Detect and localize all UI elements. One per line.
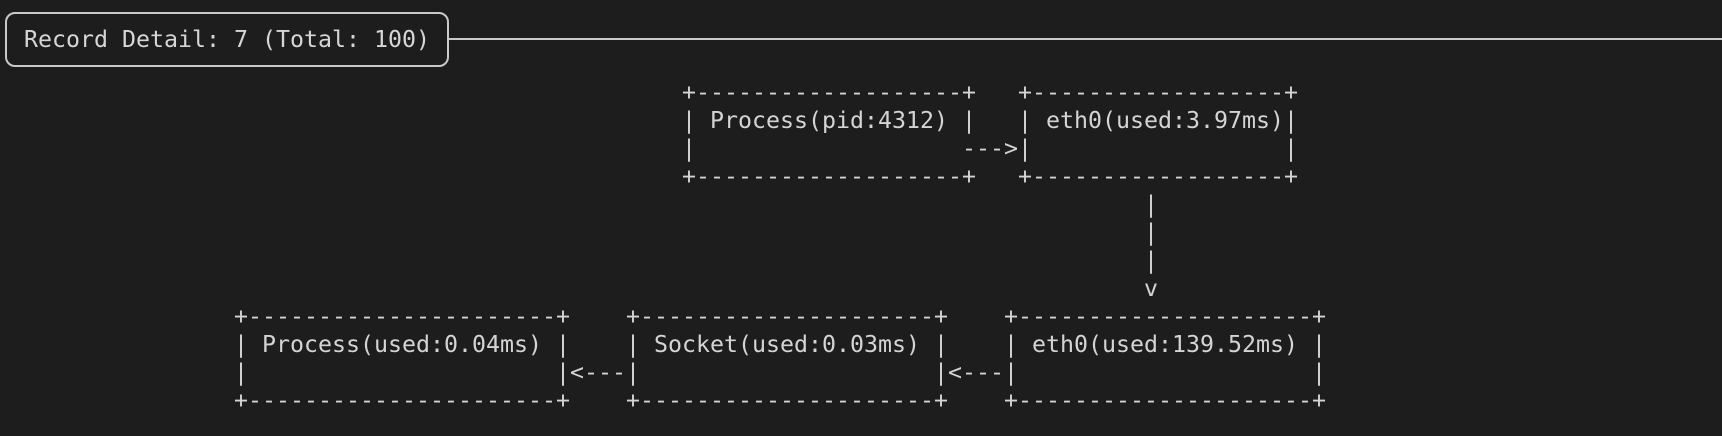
node-socket-rx: +---------------------+ | Socket(used:0.… — [626, 303, 948, 414]
panel-top-border — [447, 38, 1722, 40]
node-process-tx: +-------------------+ | Process(pid:4312… — [682, 79, 976, 190]
arrow-socket-to-process-icon: <--- — [570, 359, 626, 386]
node-eth0-rx: +---------------------+ | eth0(used:139.… — [1004, 303, 1326, 414]
record-detail-title: Record Detail: 7 (Total: 100) — [24, 26, 430, 53]
node-process-rx: +----------------------+ | Process(used:… — [234, 303, 570, 414]
record-detail-title-box: Record Detail: 7 (Total: 100) — [5, 12, 449, 67]
arrow-process-to-eth0-icon: ---> — [962, 135, 1018, 162]
arrow-eth0-to-socket-icon: <--- — [948, 359, 1004, 386]
arrow-eth0-down-icon: | | | v — [1144, 191, 1158, 302]
node-eth0-tx: +------------------+ | eth0(used:3.97ms)… — [1018, 79, 1298, 190]
